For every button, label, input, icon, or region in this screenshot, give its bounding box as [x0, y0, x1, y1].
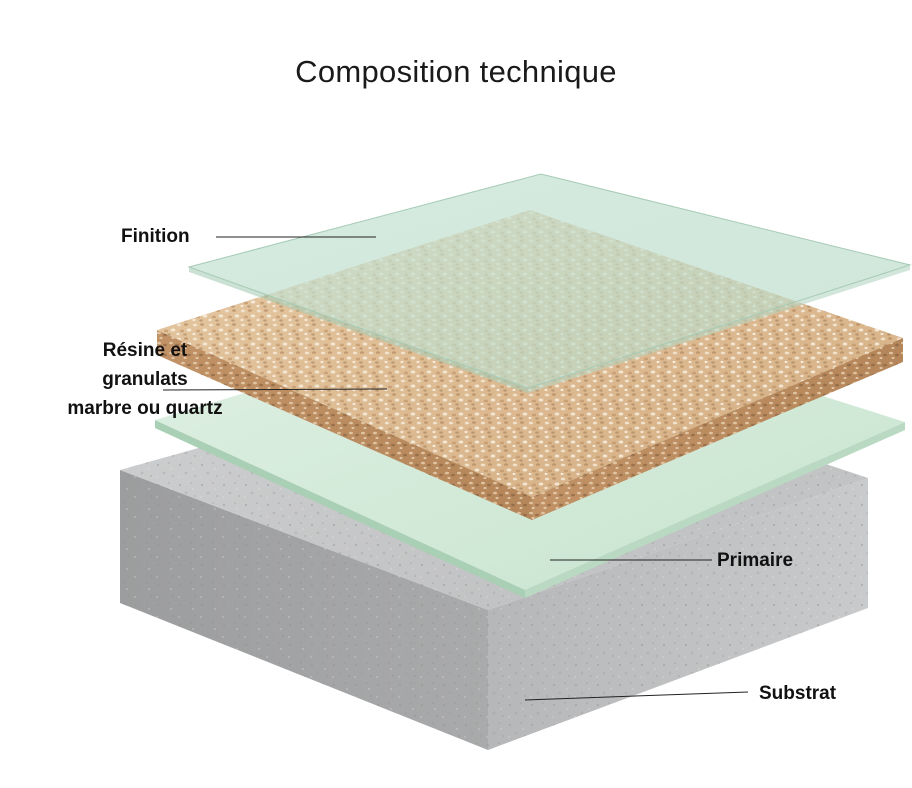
leader-lines [162, 236, 749, 701]
diagram-title: Composition technique [295, 54, 617, 89]
label-resine-line-2: granulats [102, 369, 188, 390]
label-resine-line-3: marbre ou quartz [67, 398, 223, 419]
label-resine: Résine et granulats marbre ou quartz [30, 336, 260, 423]
label-resine-line-1: Résine et [102, 340, 188, 361]
finition-layer [187, 173, 912, 393]
label-substrat: Substrat [759, 683, 837, 704]
leader-substrat [524, 691, 749, 701]
label-primaire: Primaire [717, 550, 794, 571]
label-finition: Finition [121, 226, 190, 247]
leader-resine [162, 388, 388, 391]
